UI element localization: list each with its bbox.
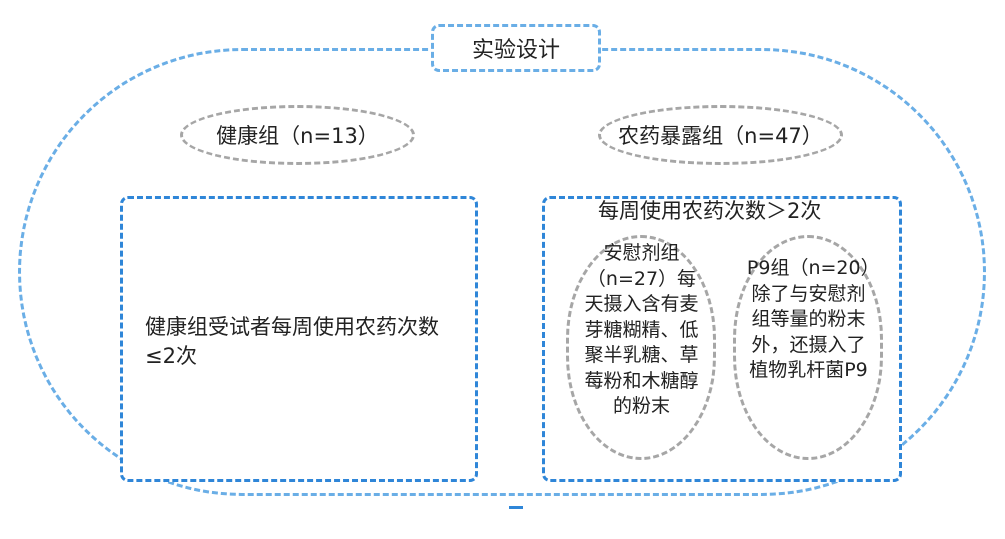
pesticide-group-oval: 农药暴露组（n=47） <box>598 105 843 165</box>
healthy-group-description: 健康组受试者每周使用农药次数≤2次 <box>145 315 439 368</box>
placebo-group-text: 安慰剂组（n=27）每天摄入含有麦芽糖糊精、低聚半乳糖、草莓粉和木糖醇的粉末 <box>584 242 699 417</box>
diagram-title: 实验设计 <box>431 24 601 72</box>
p9-group-text: P9组（n=20）除了与安慰剂组等量的粉末外，还摄入了植物乳杆菌P9 <box>746 257 871 381</box>
p9-group-oval <box>733 235 883 460</box>
diagram-title-text: 实验设计 <box>471 38 560 63</box>
pesticide-group-label: 农药暴露组（n=47） <box>618 124 823 148</box>
bottom-connector <box>509 506 523 509</box>
healthy-group-label: 健康组（n=13） <box>216 124 379 148</box>
healthy-group-oval: 健康组（n=13） <box>180 105 415 165</box>
placebo-group-oval <box>566 235 716 460</box>
healthy-group-box <box>120 196 478 482</box>
pesticide-group-criterion: 每周使用农药次数＞2次 <box>598 199 822 223</box>
